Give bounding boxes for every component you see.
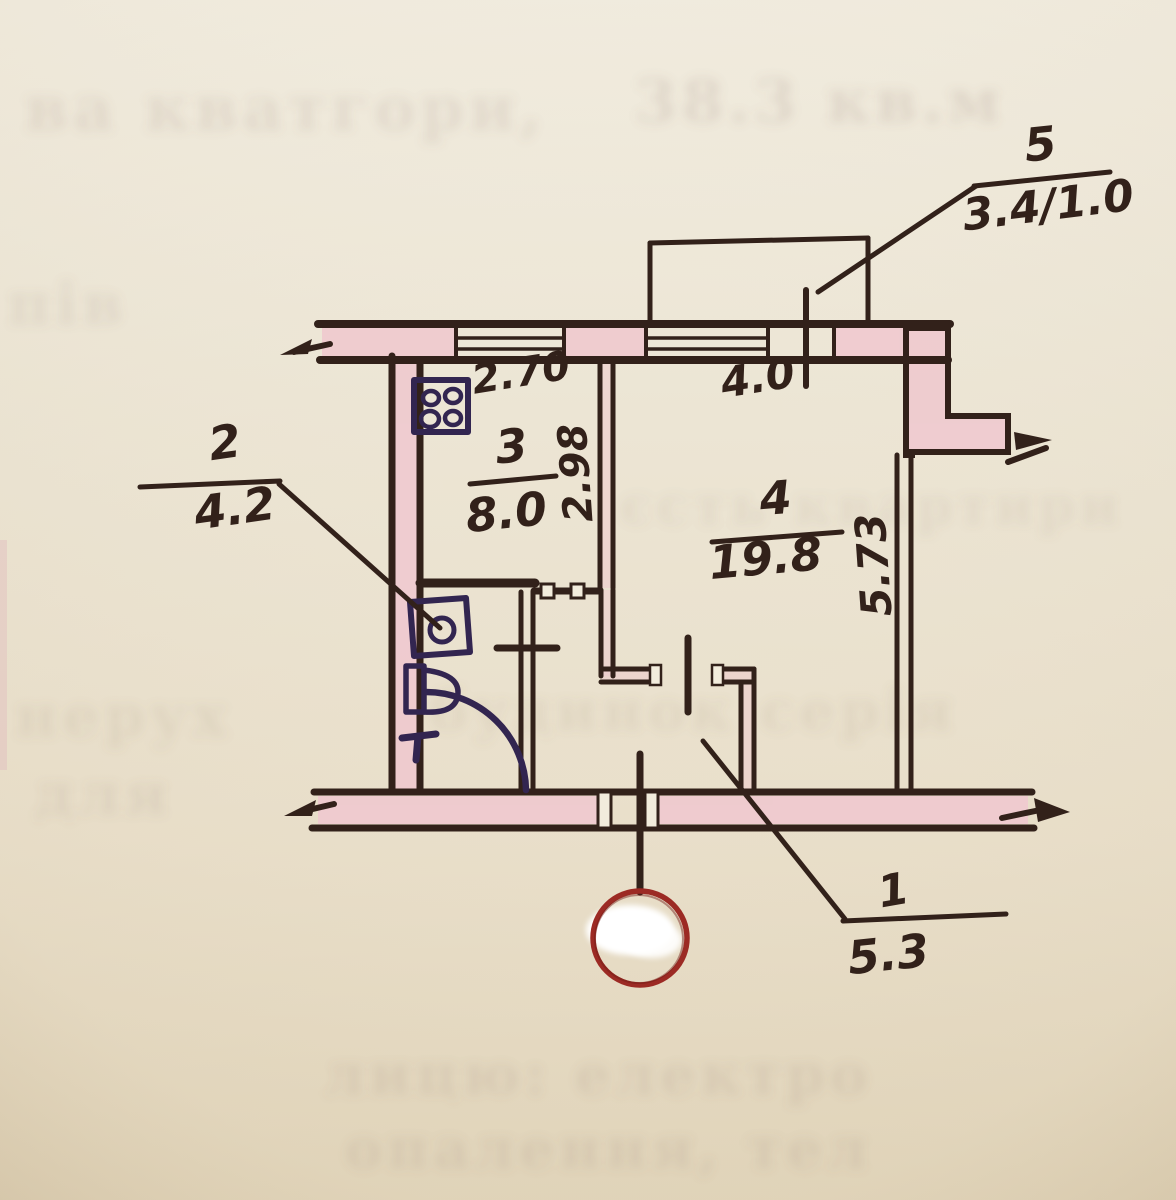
toilet-tank	[403, 663, 427, 715]
ghost-text-line: лицю: електро	[325, 1042, 872, 1108]
handwritten-labels: 2.70 2.98 3 8.0 4.0 5.73 4 19.8 5 3.4/1.…	[190, 116, 1137, 986]
stove-icon	[411, 377, 471, 435]
door-arc	[422, 688, 530, 794]
sink-icon	[407, 595, 473, 659]
wall-break-arrows	[280, 339, 1070, 822]
wall-break-arrow	[280, 339, 312, 355]
wall-break-arrow	[284, 800, 316, 816]
tap-icon	[398, 730, 440, 764]
sink-bowl	[427, 615, 457, 645]
ghost-text-line: опалення, тел	[345, 1116, 872, 1182]
ghost-text-line: пів	[8, 270, 128, 338]
fraction-bar-room5	[971, 169, 1113, 189]
ghost-text-line: для	[35, 760, 172, 828]
partition-hall-corner-fill	[741, 682, 754, 792]
fraction-bar-room1	[840, 911, 1009, 924]
fraction-bar-room3	[467, 473, 559, 487]
room-2-area: 4.2	[190, 476, 279, 541]
living-door-jamb	[710, 663, 725, 687]
toilet-bowl	[421, 667, 461, 715]
room-2-number: 2	[205, 413, 244, 471]
top-wall-fill	[322, 328, 456, 356]
partition-hall-v-fill	[601, 590, 613, 676]
room-4-number: 4	[756, 470, 794, 527]
wall-lines	[291, 235, 1049, 896]
fraction-bar-room4	[709, 529, 845, 545]
toilet-icon	[403, 663, 461, 715]
room-1-area: 5.3	[845, 923, 932, 985]
ghost-text-line: 38.3 кв.м	[635, 67, 1005, 137]
leader-line-room1	[700, 738, 848, 922]
leader-line-room5	[815, 183, 979, 295]
bottom-wall-left-fill	[318, 796, 602, 824]
wall-break-tail	[999, 807, 1043, 821]
partition-hall-h-fill2	[716, 669, 754, 682]
ghost-text-layer: ва кватгори, 38.3 кв.м пів єсть квартири…	[8, 67, 1123, 1182]
door-jambs	[539, 582, 725, 830]
wall-break-arrow	[1034, 798, 1070, 822]
room-5-number: 5	[1022, 116, 1059, 173]
room-4-area: 19.8	[707, 526, 825, 590]
annotation-lines	[137, 169, 1113, 924]
partition-kitchen-fill	[600, 360, 613, 588]
room-3-number: 3	[493, 418, 530, 475]
fixtures	[398, 377, 530, 794]
ghost-text-line: ва кватгори,	[25, 72, 547, 145]
sink-outline	[407, 595, 473, 659]
stamp-glare	[622, 922, 682, 958]
stove-outline	[411, 377, 471, 435]
fraction-bar-room2	[137, 478, 283, 490]
dim-living-width: 4.0	[716, 348, 798, 408]
dim-kitchen-depth: 2.98	[550, 422, 603, 524]
bottom-wall-right-fill	[656, 796, 1028, 824]
right-wall-upper-outline	[903, 325, 1011, 458]
leader-line-room2	[276, 481, 443, 631]
top-wall-pillar-fill	[564, 328, 646, 356]
paper-edge-tint	[0, 540, 7, 770]
stamp-circle	[590, 888, 690, 988]
entrance-door-jamb	[596, 790, 613, 830]
wall-break-arrow	[1014, 432, 1052, 450]
stove-burner	[442, 408, 464, 428]
stove-burner	[442, 386, 464, 406]
kitchen-door-jamb	[569, 582, 586, 600]
kitchen-door-jamb	[539, 582, 556, 600]
room-3-area: 8.0	[463, 481, 550, 543]
balcony-top	[647, 235, 871, 246]
tap-stem	[412, 732, 422, 764]
stove-burner	[420, 388, 442, 408]
living-door-jamb	[648, 663, 663, 687]
stamp	[586, 888, 690, 988]
dim-living-depth: 5.73	[845, 512, 901, 619]
stamp-circle-inner	[594, 894, 684, 984]
wall-break-tail	[1005, 445, 1049, 465]
stove-burner	[418, 408, 442, 430]
ghost-text-line: нерух	[15, 682, 232, 750]
ghost-text-line: єсть квартири	[620, 476, 1123, 537]
entrance-door-jamb	[643, 790, 660, 830]
